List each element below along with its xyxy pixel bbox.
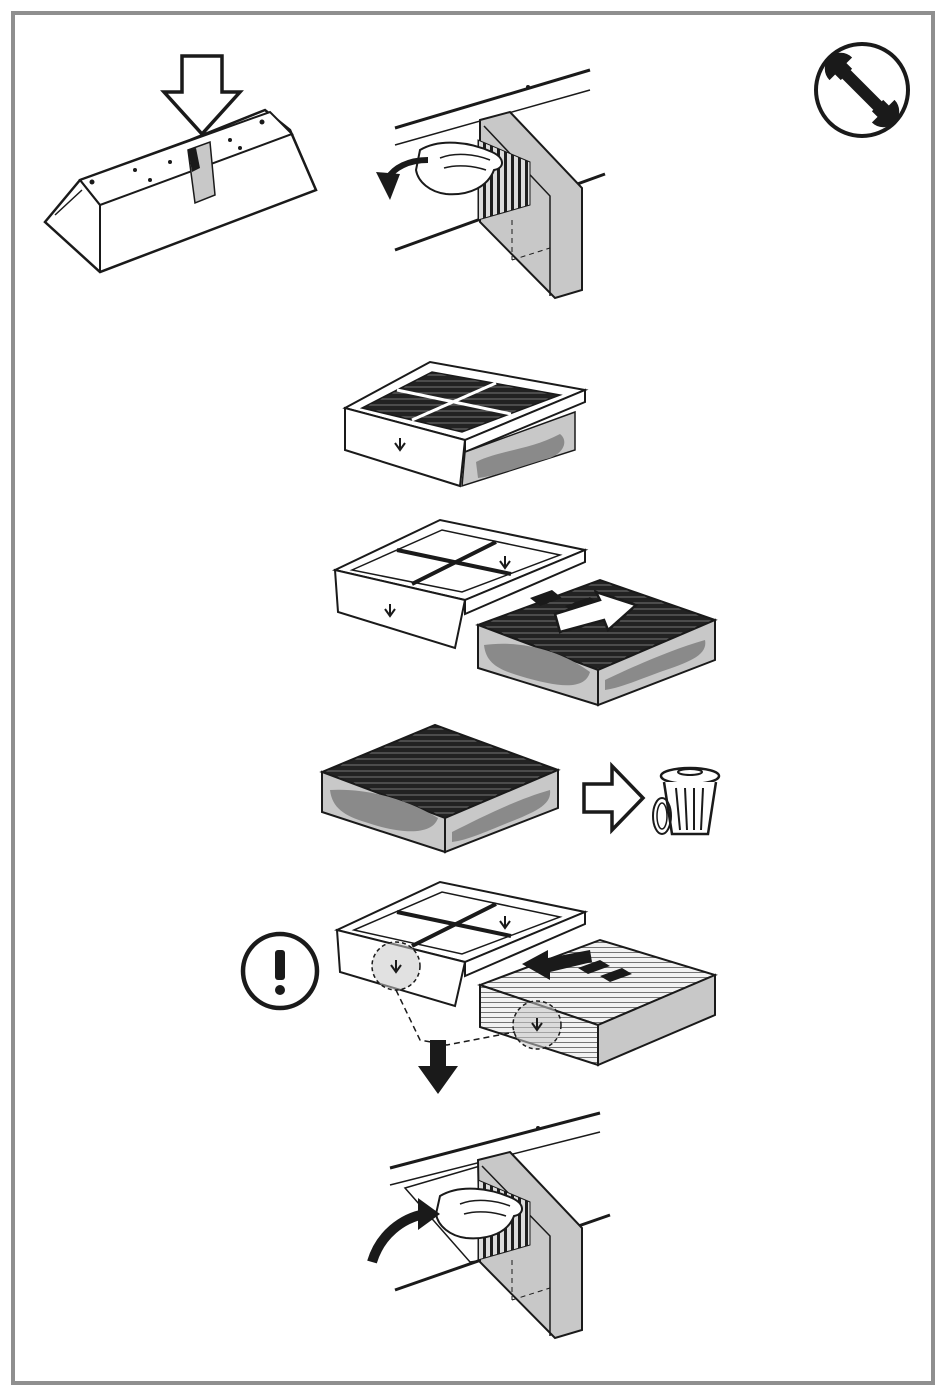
step-4-slide-out [335,520,715,705]
step-6-insert-new [337,882,715,1094]
trash-bin-icon [653,768,719,834]
wrench-icon [816,44,908,136]
step-3-filter-cassette [345,362,585,486]
exclamation-warning-icon [243,934,317,1008]
step-5-discard [322,725,719,852]
step-2-pull-filter [376,70,605,298]
step-7-push-filter [372,1113,610,1338]
step-1-hood-press [45,56,316,272]
